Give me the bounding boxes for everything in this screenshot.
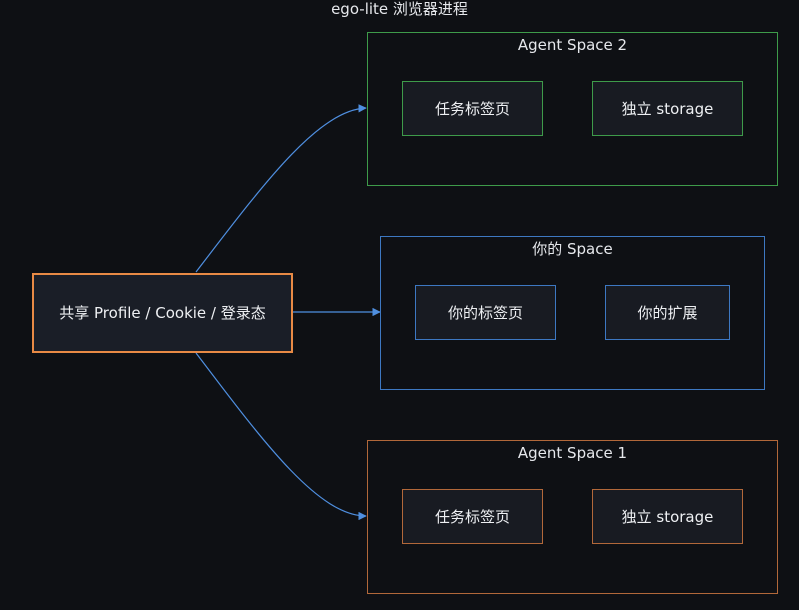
user-extensions-label: 你的扩展 bbox=[637, 303, 698, 322]
shared-profile-node: 共享 Profile / Cookie / 登录态 bbox=[32, 273, 293, 353]
agent-space-2-storage-node: 独立 storage bbox=[592, 81, 743, 136]
user-tabs-node: 你的标签页 bbox=[415, 285, 556, 340]
edge-shared-to-agent-space-1 bbox=[195, 352, 367, 521]
user-tabs-label: 你的标签页 bbox=[447, 303, 523, 322]
agent-space-1-task-tabs-node: 任务标签页 bbox=[402, 489, 543, 544]
agent-space-2-storage-label: 独立 storage bbox=[621, 99, 714, 118]
agent-space-2-task-tabs-node: 任务标签页 bbox=[402, 81, 543, 136]
agent-space-1-storage-node: 独立 storage bbox=[592, 489, 743, 544]
agent-space-2-group: Agent Space 2 bbox=[367, 32, 778, 186]
agent-space-1-group: Agent Space 1 bbox=[367, 440, 778, 594]
shared-profile-label: 共享 Profile / Cookie / 登录态 bbox=[59, 304, 266, 322]
edge-shared-to-agent-space-2 bbox=[195, 104, 367, 273]
agent-space-1-label: Agent Space 1 bbox=[517, 444, 628, 462]
agent-space-1-task-tabs-label: 任务标签页 bbox=[434, 507, 510, 526]
agent-space-2-task-tabs-label: 任务标签页 bbox=[434, 99, 510, 118]
user-space-label: 你的 Space bbox=[532, 240, 613, 258]
user-extensions-node: 你的扩展 bbox=[605, 285, 730, 340]
user-space-group: 你的 Space bbox=[380, 236, 765, 390]
agent-space-2-label: Agent Space 2 bbox=[517, 36, 628, 54]
agent-space-1-storage-label: 独立 storage bbox=[621, 507, 714, 526]
diagram-title: ego-lite 浏览器进程 bbox=[331, 0, 468, 18]
